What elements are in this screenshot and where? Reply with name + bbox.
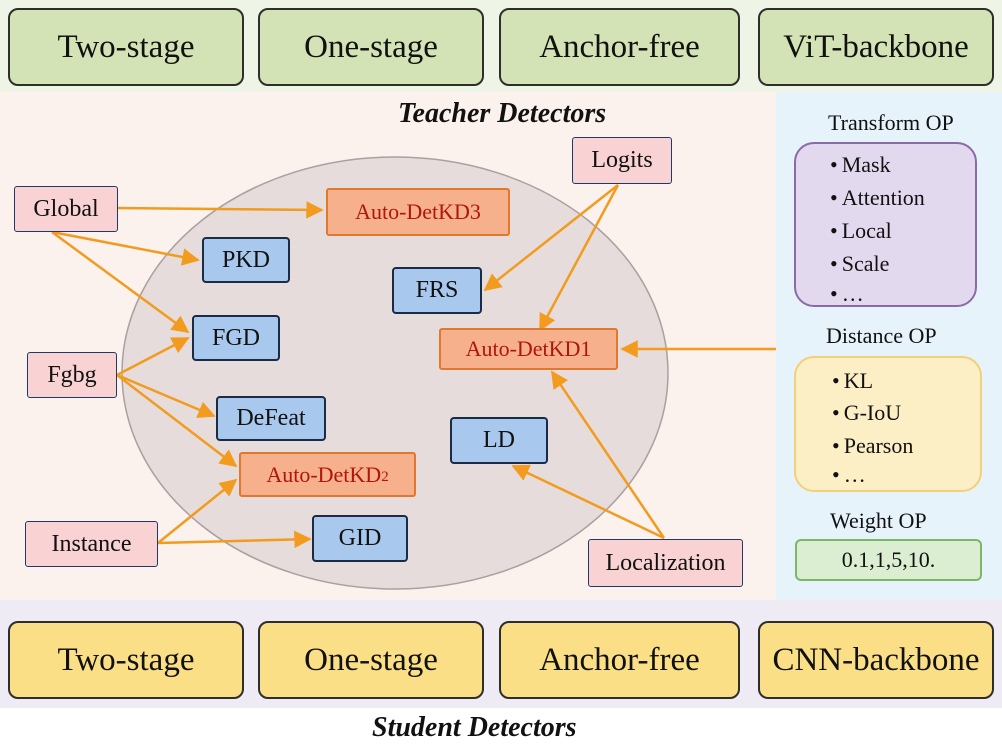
source-global: Global xyxy=(14,186,118,232)
arrow-instance-gid xyxy=(157,530,312,549)
distance-op-title: Distance OP xyxy=(826,323,937,348)
distance-op-item: Pearson xyxy=(832,433,914,459)
auto-detkd2-label: Auto-DetKD xyxy=(266,461,382,487)
transform-op-item: Scale xyxy=(830,251,890,277)
teacher-two-stage: Two-stage xyxy=(8,8,244,86)
source-instance: Instance xyxy=(25,521,158,567)
distance-op-item: … xyxy=(832,462,866,488)
source-localization: Localization xyxy=(588,539,743,587)
arrow-global-fgd xyxy=(51,230,190,334)
transform-op-item: Attention xyxy=(830,185,925,211)
arrow-fgbg-defeat xyxy=(116,373,216,418)
arrow-logits-frs xyxy=(483,184,619,292)
method-frs: FRS xyxy=(392,267,482,314)
distance-op-box: KL G-IoU Pearson … xyxy=(794,356,982,492)
arrow-fgbg-autodetkd2 xyxy=(116,374,238,468)
source-fgbg: Fgbg xyxy=(27,352,117,398)
student-title: Student Detectors xyxy=(372,712,577,743)
method-gid: GID xyxy=(312,515,408,562)
weight-op-box: 0.1,1,5,10. xyxy=(795,539,982,581)
student-anchor-free: Anchor-free xyxy=(499,621,740,699)
method-ld: LD xyxy=(450,417,548,464)
transform-op-item: … xyxy=(830,281,864,307)
transform-op-box: Mask Attention Local Scale … xyxy=(794,142,977,307)
weight-op-title: Weight OP xyxy=(830,508,927,533)
teacher-one-stage: One-stage xyxy=(258,8,484,86)
student-cnn-backbone: CNN-backbone xyxy=(758,621,994,699)
distance-op-item: KL xyxy=(832,368,873,394)
teacher-vit-backbone: ViT-backbone xyxy=(758,8,994,86)
transform-op-title: Transform OP xyxy=(828,110,954,135)
method-fgd: FGD xyxy=(192,315,280,361)
student-one-stage: One-stage xyxy=(258,621,484,699)
student-two-stage: Two-stage xyxy=(8,621,244,699)
auto-detkd2-subscript: 2 xyxy=(381,469,389,485)
transform-op-item: Mask xyxy=(830,152,891,178)
arrow-localization-autodetkd1 xyxy=(550,370,666,539)
arrow-global-pkd xyxy=(51,230,200,266)
distance-op-item: G-IoU xyxy=(832,400,901,426)
auto-detkd3: Auto-DetKD3 xyxy=(326,188,510,236)
arrow-localization-ld xyxy=(511,464,665,540)
arrow-fgbg-fgd xyxy=(116,336,190,377)
auto-detkd1: Auto-DetKD1 xyxy=(439,328,618,370)
transform-op-item: Local xyxy=(830,218,892,244)
arrow-instance-autodetkd2 xyxy=(157,478,238,544)
teacher-title: Teacher Detectors xyxy=(398,98,607,129)
method-defeat: DeFeat xyxy=(216,396,326,441)
arrow-global-autodetkd3 xyxy=(117,201,324,219)
arrow-logits-autodetkd1 xyxy=(538,184,620,332)
source-logits: Logits xyxy=(572,137,672,184)
teacher-anchor-free: Anchor-free xyxy=(499,8,740,86)
method-pkd: PKD xyxy=(202,237,290,283)
